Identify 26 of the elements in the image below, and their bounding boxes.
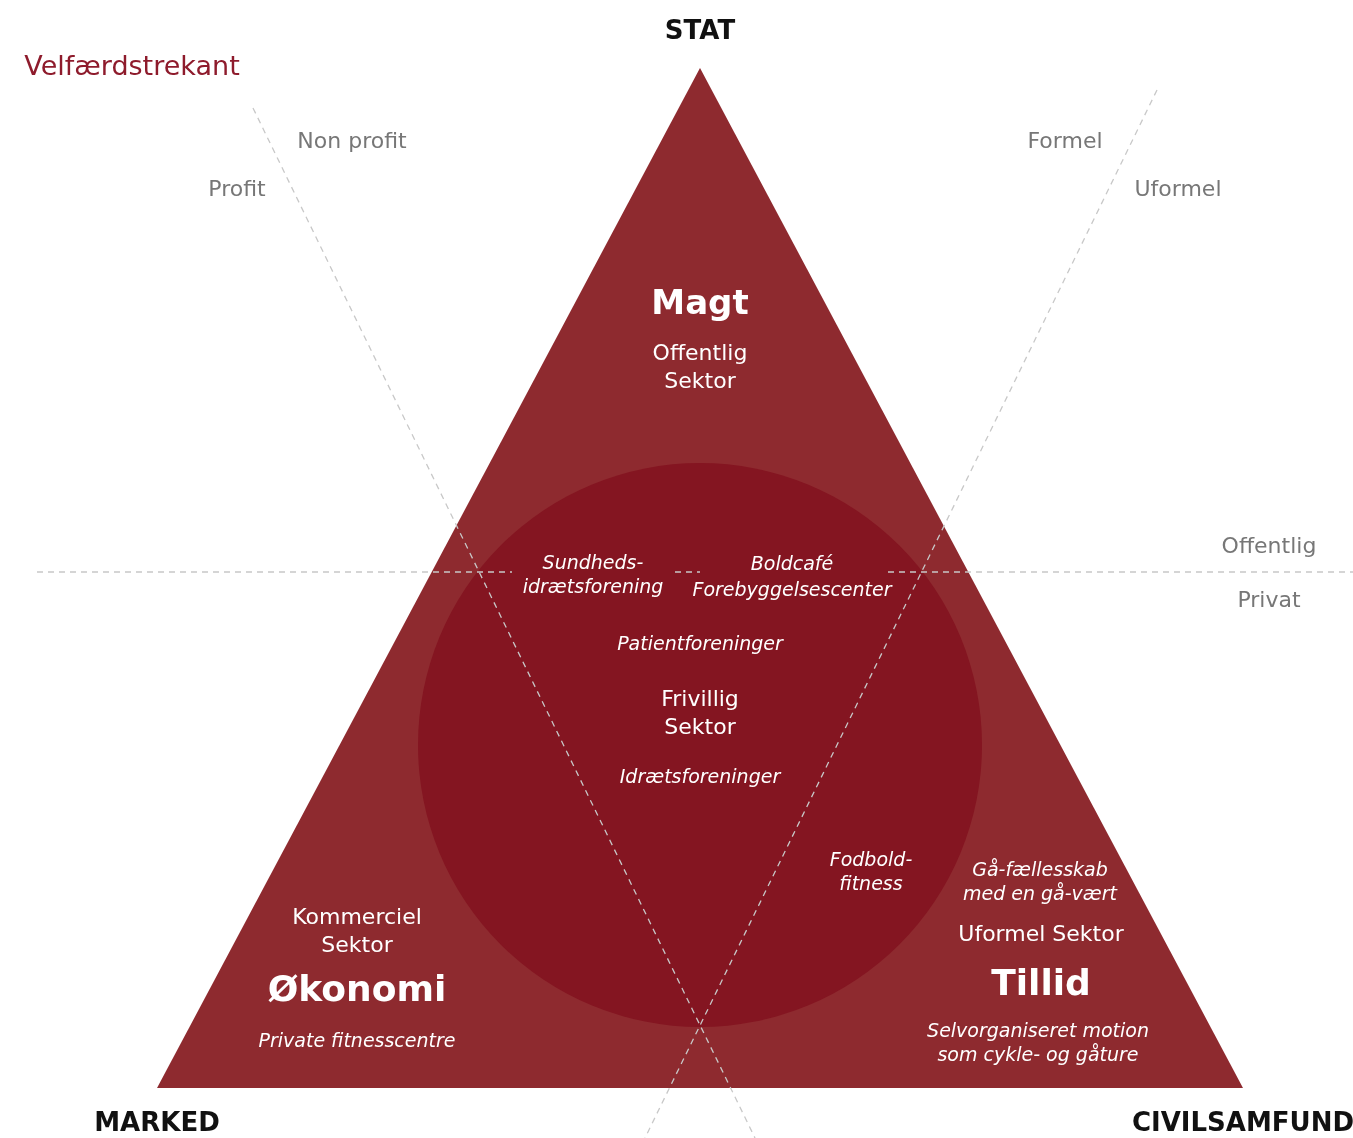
example-label: Forebyggelsescenter — [692, 578, 892, 602]
example-label: Gå-fællesskab med en gå-vært — [961, 858, 1119, 906]
example-label: Patientforeninger — [617, 632, 783, 656]
sector-label: Kommerciel Sektor — [291, 902, 423, 958]
heading-label: Økonomi — [267, 966, 447, 1011]
axis-label: Uformel — [1134, 175, 1222, 203]
example-label: Boldcafé — [750, 552, 834, 576]
corner-label: STAT — [664, 13, 736, 47]
axis-label: Privat — [1237, 586, 1301, 614]
corner-label: MARKED — [94, 1105, 220, 1138]
axis-label: Offentlig — [1221, 532, 1317, 560]
sector-label: Uformel Sektor — [958, 920, 1124, 948]
example-label: Fodbold- fitness — [828, 848, 914, 896]
sector-label: Frivillig Sektor — [660, 684, 740, 740]
heading-label: Tillid — [991, 960, 1091, 1005]
axis-label: Non profit — [297, 127, 407, 155]
example-label: Selvorganiseret motion som cykle- og gåture — [926, 1019, 1150, 1067]
example-label: Private fitnesscentre — [258, 1029, 456, 1053]
example-label: Sundheds- idrætsforening — [521, 551, 665, 599]
axis-label: Formel — [1027, 127, 1103, 155]
heading-label: Magt — [651, 280, 749, 324]
example-label: Idrætsforeninger — [619, 765, 781, 789]
axis-label: Profit — [208, 175, 266, 203]
diagram-title: Velfærdstrekant — [24, 49, 240, 83]
corner-label: CIVILSAMFUND — [1131, 1105, 1353, 1138]
sector-label: Offentlig Sektor — [651, 338, 749, 394]
